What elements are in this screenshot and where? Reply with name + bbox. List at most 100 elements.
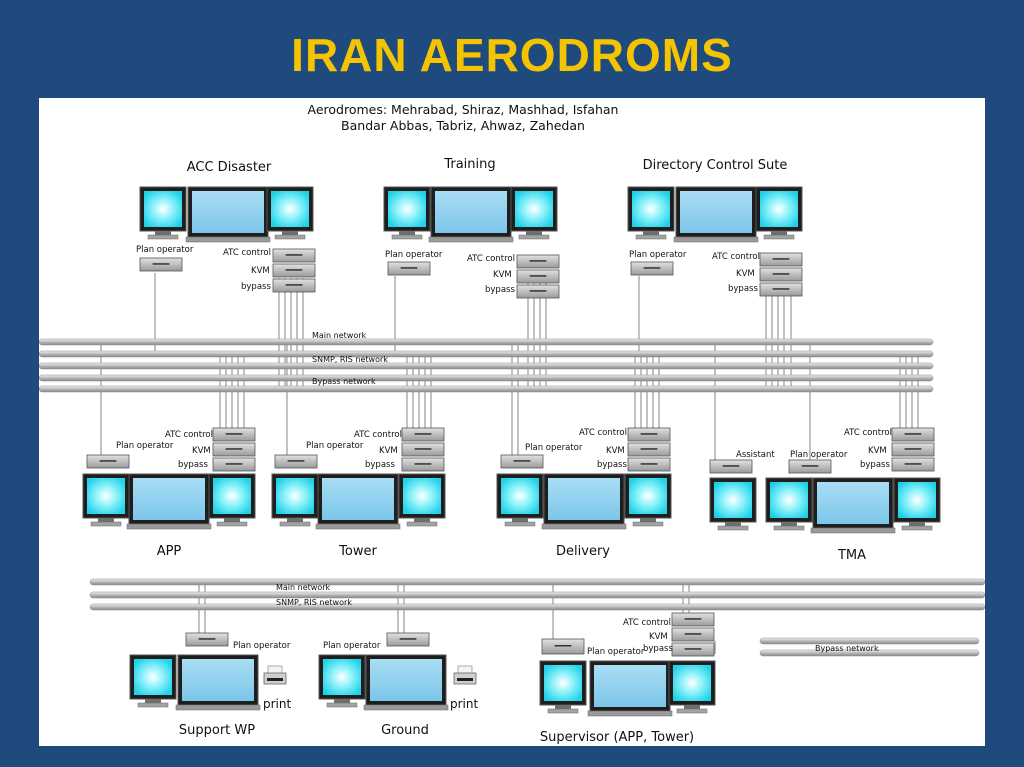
bypass-network-bus-top-2 — [39, 385, 934, 393]
tma-kvm-label: KVM — [868, 446, 887, 456]
dcs-rack-bypass — [759, 282, 803, 297]
tower-plan-operator-box — [274, 454, 318, 469]
dcs-rack-kvm — [759, 267, 803, 282]
tma-rack-atc — [891, 427, 935, 442]
supervisor-bypass-label: bypass — [643, 644, 673, 654]
station-label-app: APP — [157, 544, 182, 559]
app-rack-bypass — [212, 457, 256, 472]
delivery-monitor-wide — [541, 473, 627, 530]
supervisor-kvm-box — [671, 627, 715, 642]
ground-plan-operator-box — [386, 632, 430, 647]
tma-bypass-label: bypass — [860, 460, 890, 470]
app-monitor-right — [208, 473, 256, 527]
tower-rack-atc — [401, 427, 445, 442]
tma-monitor-assistant — [709, 477, 757, 531]
supervisor-plan-operator-box — [541, 638, 585, 655]
supervisor-bypass-box — [671, 642, 715, 657]
tma-atc-control-label: ATC control — [844, 428, 892, 438]
bus-label-main-top: Main network — [312, 331, 366, 340]
acc-bypass-label: bypass — [241, 282, 271, 292]
support-monitor-left — [129, 654, 177, 708]
tower-monitor-left — [271, 473, 319, 527]
tower-atc-control-label: ATC control — [354, 430, 402, 440]
support-plan-operator-box — [185, 632, 229, 647]
supervisor-monitor-right — [668, 660, 716, 714]
network-diagram: Aerodromes: Mehrabad, Shiraz, Mashhad, I… — [39, 98, 985, 746]
app-plan-operator-label: Plan operator — [116, 441, 174, 451]
delivery-rack-kvm — [627, 442, 671, 457]
tma-rack-kvm — [891, 442, 935, 457]
station-label-tower: Tower — [338, 544, 377, 559]
dcs-monitor-left — [627, 186, 675, 240]
tma-monitor-wide — [810, 477, 896, 534]
tma-assistant-box — [709, 459, 753, 474]
acc-monitor-left — [139, 186, 187, 240]
dcs-plan-operator-label: Plan operator — [629, 250, 687, 260]
training-rack-atc — [516, 254, 560, 269]
tower-monitor-wide — [315, 473, 401, 530]
ground-print-label: print — [450, 697, 478, 711]
delivery-rack-atc — [627, 427, 671, 442]
tma-rack-bypass — [891, 457, 935, 472]
snmp-network-bus-bottom — [89, 591, 985, 599]
acc-kvm-label: KVM — [251, 266, 270, 276]
training-bypass-label: bypass — [485, 285, 515, 295]
training-plan-operator-box — [387, 261, 431, 276]
delivery-plan-operator-box — [500, 454, 544, 469]
tower-rack-kvm — [401, 442, 445, 457]
app-monitor-wide — [126, 473, 212, 530]
station-label-support-wp: Support WP — [179, 723, 255, 738]
supervisor-atc-control-label: ATC control — [623, 618, 671, 628]
bypass-network-bus-bottom — [759, 637, 980, 645]
bus-label-snmp-top: SNMP, RIS network — [312, 355, 388, 364]
supervisor-monitor-wide — [587, 660, 673, 717]
station-label-acc-disaster: ACC Disaster — [187, 160, 272, 175]
dcs-monitor-right — [755, 186, 803, 240]
delivery-kvm-label: KVM — [606, 446, 625, 456]
training-atc-control-label: ATC control — [467, 254, 515, 264]
app-rack-atc — [212, 427, 256, 442]
aerodromes-line-2: Bandar Abbas, Tabriz, Ahwaz, Zahedan — [341, 118, 585, 133]
snmp-network-bus-top-2 — [39, 362, 934, 370]
training-monitor-wide — [428, 186, 514, 243]
tower-plan-operator-label: Plan operator — [306, 441, 364, 451]
training-monitor-left — [383, 186, 431, 240]
tma-plan-operator-box — [788, 459, 832, 474]
delivery-monitor-left — [496, 473, 544, 527]
station-label-delivery: Delivery — [556, 544, 610, 559]
dcs-atc-control-label: ATC control — [712, 252, 760, 262]
acc-plan-operator-label: Plan operator — [136, 245, 194, 255]
station-label-tma: TMA — [837, 548, 866, 563]
delivery-bypass-label: bypass — [597, 460, 627, 470]
tower-kvm-label: KVM — [379, 446, 398, 456]
dcs-plan-operator-box — [630, 261, 674, 276]
delivery-rack-bypass — [627, 457, 671, 472]
support-print-label: print — [263, 697, 291, 711]
training-rack-bypass — [516, 284, 560, 299]
app-kvm-label: KVM — [192, 446, 211, 456]
training-plan-operator-label: Plan operator — [385, 250, 443, 260]
supervisor-monitor-left — [539, 660, 587, 714]
acc-monitor-wide — [185, 186, 271, 243]
supervisor-kvm-label: KVM — [649, 632, 668, 642]
bus-label-snmp-bottom: SNMP, RIS network — [276, 598, 352, 607]
acc-rack-kvm — [272, 263, 316, 278]
dcs-monitor-wide — [673, 186, 759, 243]
dcs-kvm-label: KVM — [736, 269, 755, 279]
station-label-training: Training — [443, 157, 495, 172]
snmp-network-bus-top — [39, 350, 934, 358]
bypass-network-bus-top — [39, 374, 934, 382]
app-rack-kvm — [212, 442, 256, 457]
acc-rack-bypass — [272, 278, 316, 293]
support-plan-operator-label: Plan operator — [233, 641, 291, 651]
app-plan-operator-box — [86, 454, 130, 469]
ground-printer — [453, 665, 477, 685]
support-monitor-wide — [175, 654, 261, 711]
dcs-rack-atc — [759, 252, 803, 267]
tower-rack-bypass — [401, 457, 445, 472]
station-label-ground: Ground — [381, 723, 429, 738]
training-monitor-right — [510, 186, 558, 240]
slide-title: IRAN AERODROMS — [291, 29, 733, 81]
bypass-network-bus-bottom-2 — [759, 649, 980, 657]
ground-monitor-wide — [363, 654, 449, 711]
